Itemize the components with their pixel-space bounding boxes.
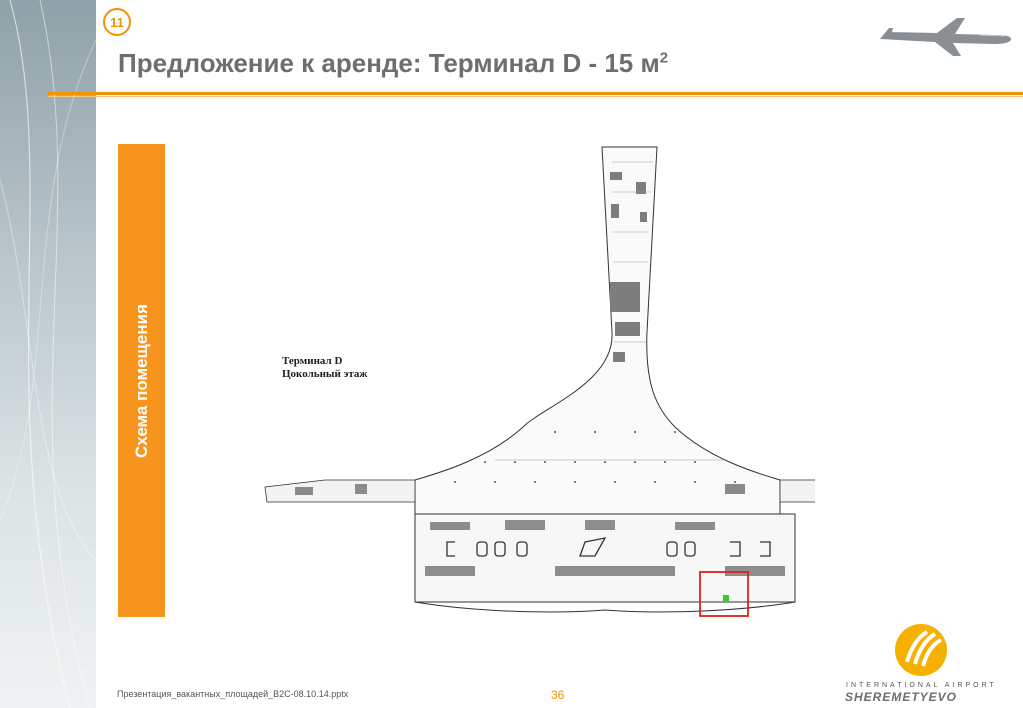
footer-page-number: 36: [551, 688, 565, 702]
section-label-bar: Схема помещения: [118, 144, 165, 617]
logo-name: SHEREMETYEVO: [845, 690, 958, 704]
title-divider: [48, 92, 1023, 95]
sheremetyevo-logo-icon: [895, 624, 947, 676]
page-title-superscript: 2: [659, 49, 669, 67]
logo-subtitle: INTERNATIONAL AIRPORT: [846, 682, 997, 689]
decorative-sidebar: [0, 0, 96, 708]
section-label: Схема помещения: [131, 303, 151, 458]
title-divider-thin: [48, 96, 1023, 97]
sidebar-curves: [0, 0, 96, 708]
page-title-text: Предложение к аренде: Терминал D - 15 м: [118, 48, 660, 78]
highlighted-unit-marker: [723, 595, 729, 601]
plan-caption: Терминал D Цокольный этаж: [282, 355, 367, 381]
plan-caption-line1: Терминал D: [282, 355, 343, 367]
highlighted-unit-box: [699, 571, 749, 617]
page-title: Предложение к аренде: Терминал D - 15 м2: [118, 48, 668, 79]
footer-filename: Презентация_вакантных_площадей_B2C-08.10…: [117, 689, 349, 699]
airplane-icon: [880, 18, 1011, 56]
slide-number: 11: [110, 14, 124, 30]
slide-number-badge: 11: [103, 8, 131, 36]
plan-caption-line2: Цокольный этаж: [282, 368, 368, 380]
terminal-floor-plan: [264, 146, 815, 617]
